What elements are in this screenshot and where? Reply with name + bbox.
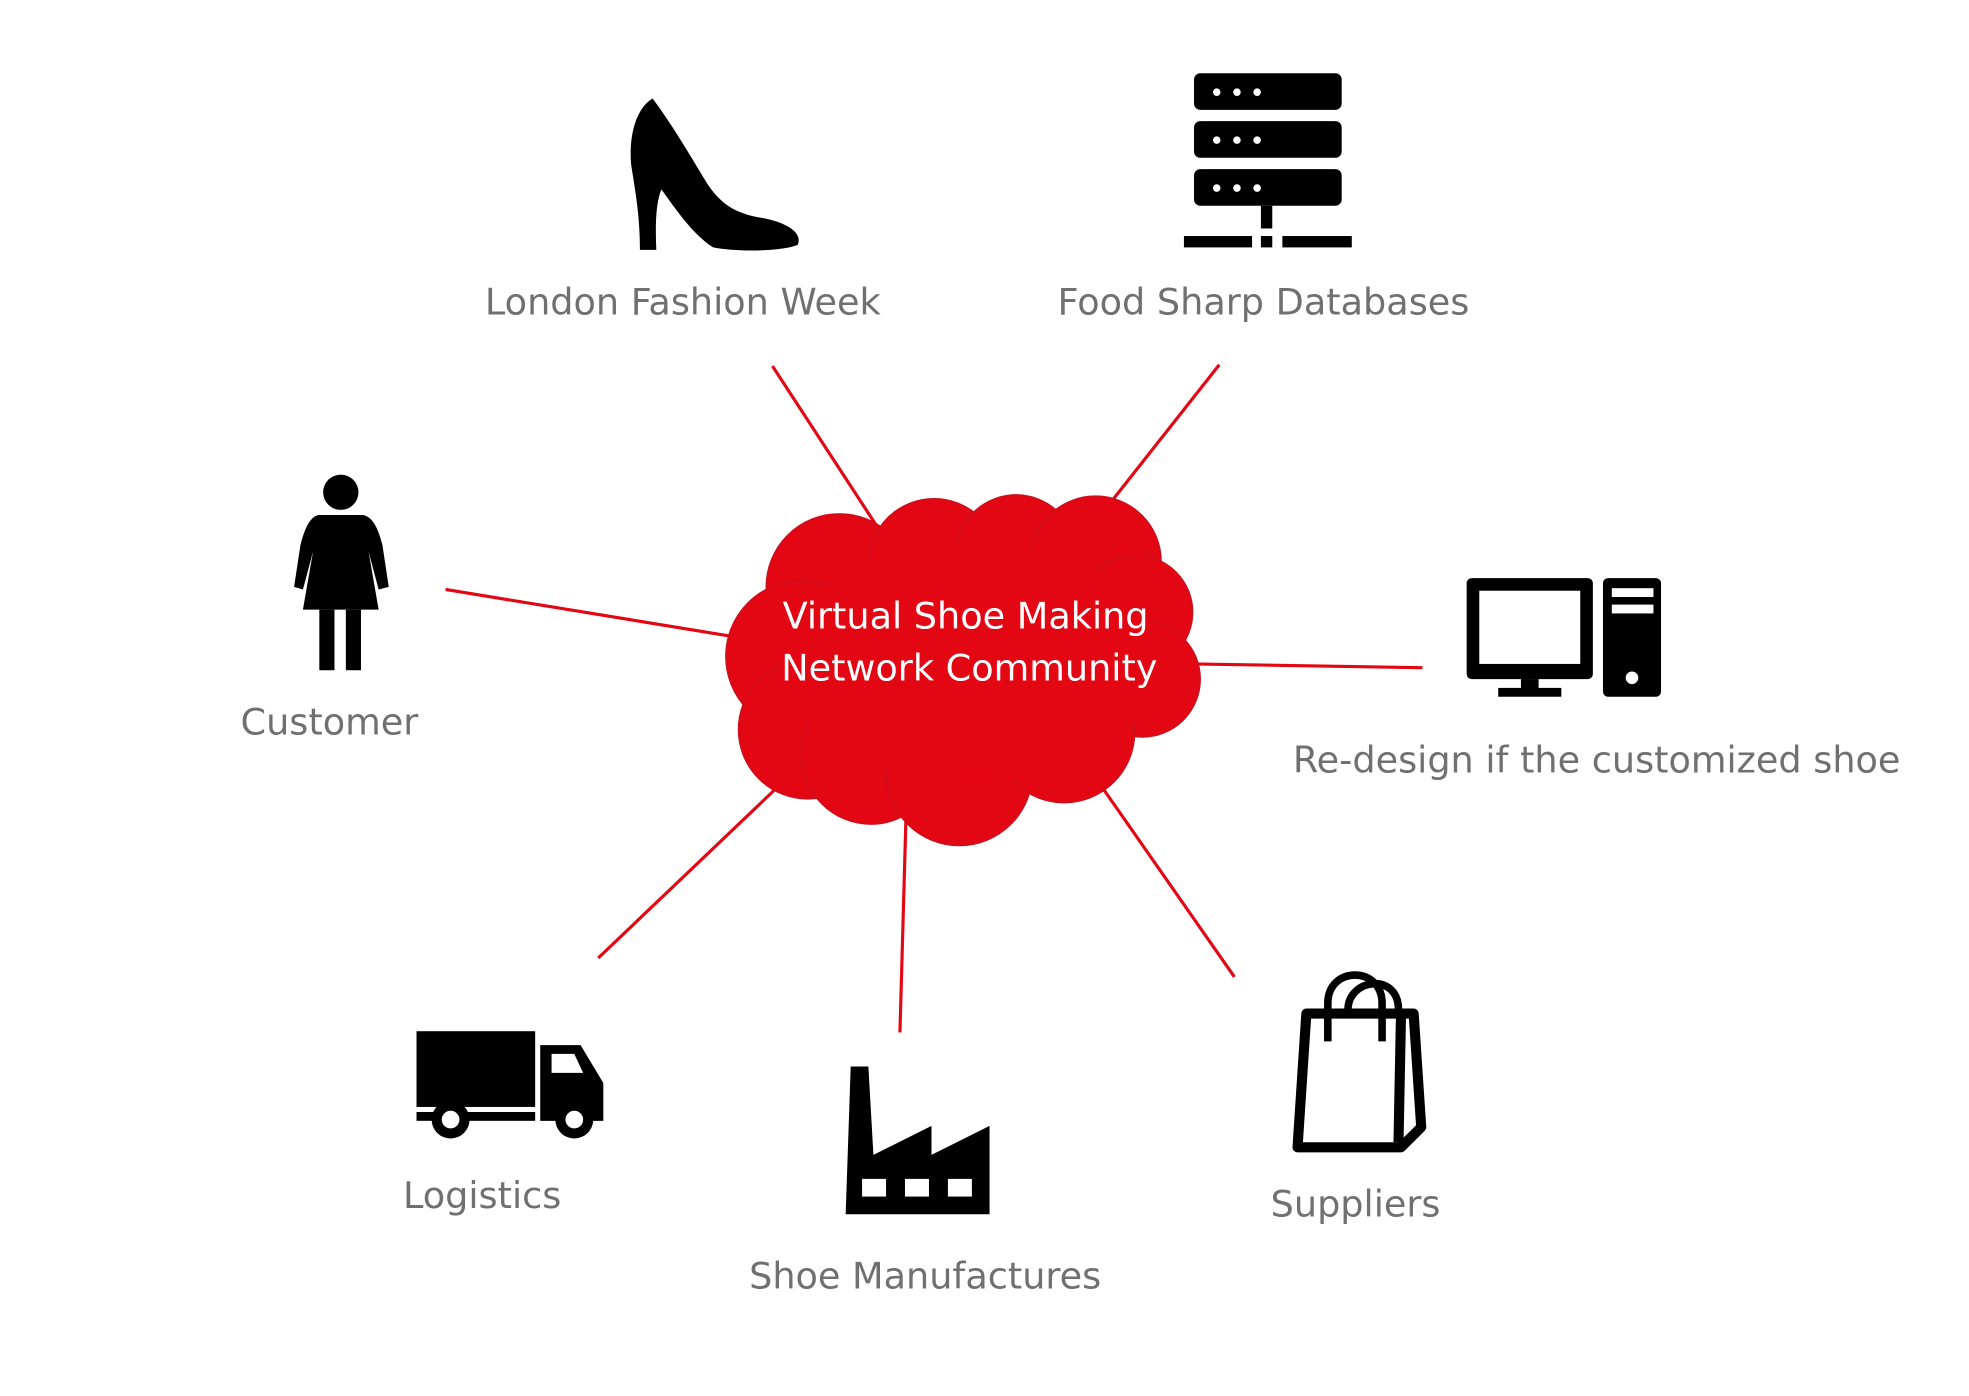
link-logistics (597, 775, 790, 960)
woman-person-icon (294, 474, 389, 671)
label-redesign: Re-design if the customized shoe (1293, 738, 1901, 781)
high-heel-shoe-icon (630, 98, 799, 251)
label-customer: Customer (241, 701, 420, 744)
shopping-bag-icon (1292, 971, 1427, 1153)
label-shoe-manufactures: Shoe Manufactures (749, 1255, 1101, 1298)
server-database-icon (1183, 73, 1352, 248)
link-manufactures (898, 807, 908, 1033)
desktop-computer-icon (1466, 578, 1662, 697)
cloud-shape (725, 494, 1201, 847)
cloud-title-line1: Virtual Shoe Making (783, 595, 1149, 638)
cloud-title-line2: Network Community (781, 646, 1157, 689)
link-fashion (771, 365, 885, 538)
link-databases (1109, 363, 1221, 504)
label-suppliers: Suppliers (1271, 1183, 1441, 1226)
link-suppliers (1099, 784, 1236, 978)
label-logistics: Logistics (403, 1174, 561, 1217)
link-redesign (1192, 662, 1423, 670)
label-food-sharp-databases: Food Sharp Databases (1058, 280, 1470, 323)
link-customer (445, 587, 739, 639)
label-london-fashion-week: London Fashion Week (485, 280, 882, 323)
delivery-truck-icon (416, 1031, 604, 1139)
connector-lines (445, 363, 1423, 1033)
factory-icon (845, 1066, 990, 1215)
